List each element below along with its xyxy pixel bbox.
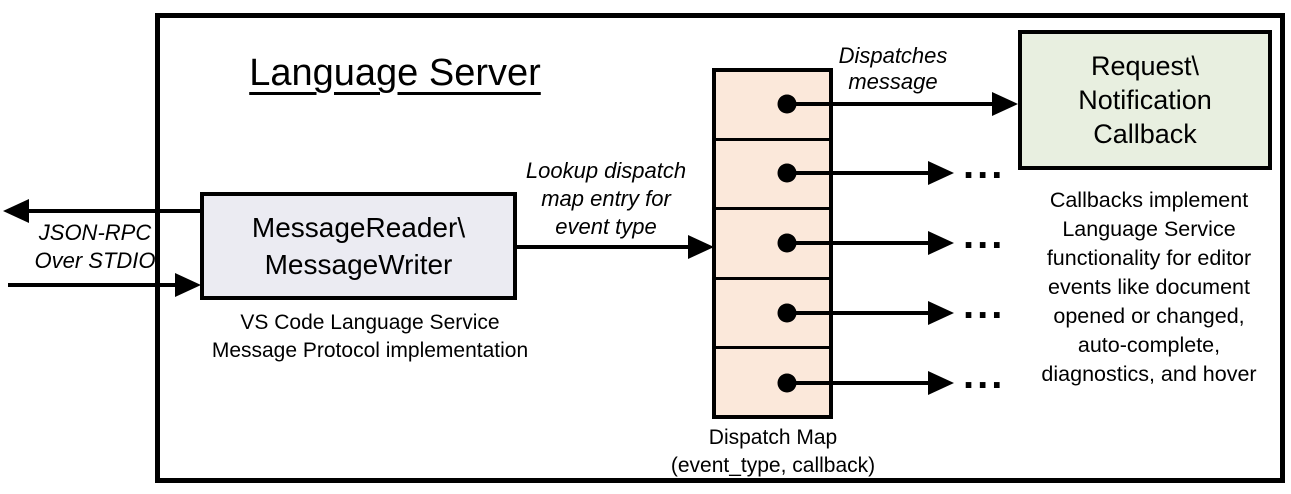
callbacks-note-line3: functionality for editor (1046, 246, 1252, 270)
dispatch-map-caption-line1: Dispatch Map (708, 426, 838, 449)
callback-ellipsis-1: ... (963, 143, 1006, 187)
reader-caption-line2: Message Protocol implementation (211, 339, 529, 362)
lookup-label-line1: Lookup dispatch (525, 158, 687, 183)
callbacks-note-line7: diagnostics, and hover (1041, 362, 1257, 386)
callback-ellipsis-4: ... (963, 353, 1006, 397)
reader-caption: VS Code Language Service Message Protoco… (160, 309, 580, 365)
message-writer-label: MessageWriter (264, 249, 453, 280)
callback-ellipsis-2: ... (963, 213, 1006, 257)
callbacks-note-line5: opened or changed, (1053, 304, 1245, 328)
request-notification-callback-box: Request\ Notification Callback (1018, 30, 1272, 170)
lookup-label: Lookup dispatch map entry for event type (500, 157, 712, 241)
callback-ellipsis-3: ... (963, 283, 1006, 327)
callbacks-note-line6: auto-complete, (1077, 333, 1221, 357)
dispatches-message-label: Dispatches message (800, 43, 986, 95)
dispatches-message-line1: Dispatches (838, 43, 948, 68)
dispatch-map-cell-4 (716, 276, 829, 346)
callbacks-note-line2: Language Service (1062, 217, 1236, 241)
callbacks-note-line4: events like document (1048, 275, 1250, 299)
dispatches-message-line2: message (848, 69, 938, 94)
dispatch-map-cell-5 (716, 345, 829, 415)
stdio-label-line2: Over STDIO (34, 248, 156, 273)
dispatch-map-caption: Dispatch Map (event_type, callback) (622, 424, 924, 480)
message-reader-label: MessageReader\ (251, 212, 466, 243)
lookup-label-line3: event type (555, 214, 657, 239)
callbacks-note-line1: Callbacks implement (1049, 188, 1249, 212)
dispatch-map-cell-3 (716, 207, 829, 276)
callback-box-line1: Request\ (1090, 51, 1200, 81)
dispatch-map-cell-1 (716, 72, 829, 138)
stdio-label: JSON-RPC Over STDIO (12, 219, 178, 275)
stdio-label-line1: JSON-RPC (38, 220, 152, 245)
message-reader-writer-box: MessageReader\ MessageWriter (200, 192, 517, 300)
callbacks-note: Callbacks implement Language Service fun… (1016, 186, 1282, 389)
callback-box-line2: Notification (1078, 85, 1212, 115)
dispatch-map (712, 68, 833, 419)
callback-box-line3: Callback (1093, 119, 1197, 149)
dispatch-map-caption-line2: (event_type, callback) (670, 454, 876, 477)
diagram-title: Language Server (249, 52, 541, 94)
dispatch-map-cell-2 (716, 138, 829, 207)
reader-caption-line1: VS Code Language Service (240, 311, 500, 334)
lookup-label-line2: map entry for (541, 186, 671, 211)
